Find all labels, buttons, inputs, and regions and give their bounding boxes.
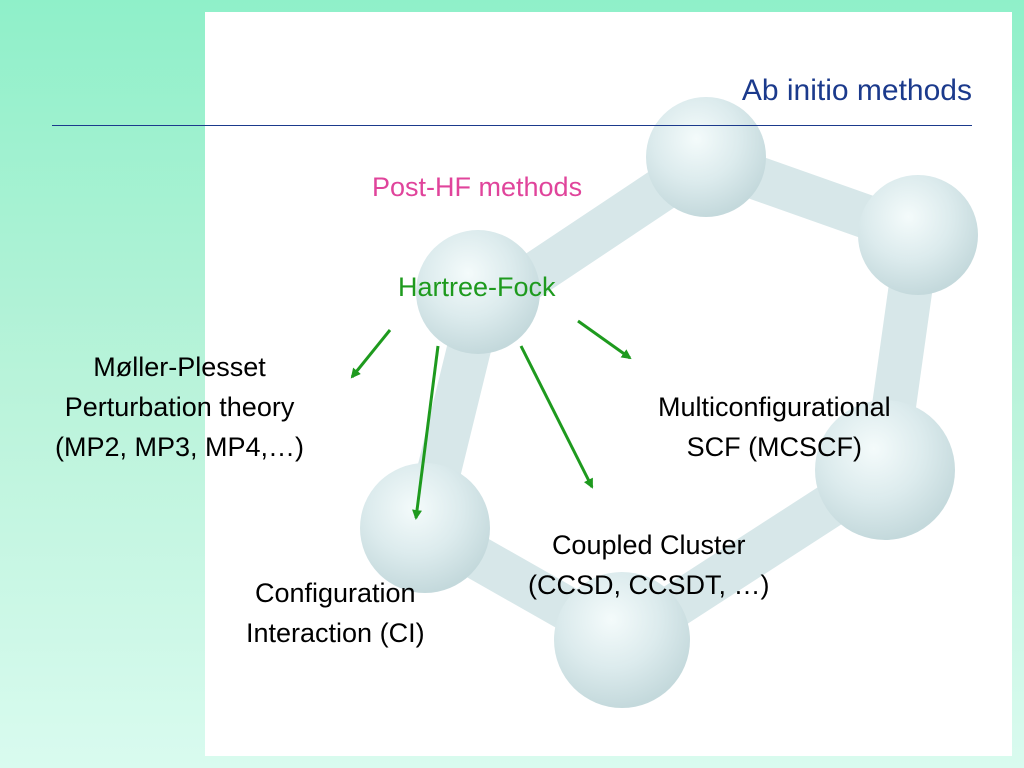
method-moller-plesset: Møller-Plesset Perturbation theory (MP2,… (55, 347, 304, 467)
method-line: Multiconfigurational (658, 387, 891, 427)
method-line: SCF (MCSCF) (658, 427, 891, 467)
method-line: (CCSD, CCSDT, …) (528, 565, 770, 605)
arrow-to-ci (416, 346, 438, 518)
method-line: (MP2, MP3, MP4,…) (55, 427, 304, 467)
method-mcscf: Multiconfigurational SCF (MCSCF) (658, 387, 891, 467)
method-coupled-cluster: Coupled Cluster (CCSD, CCSDT, …) (528, 525, 770, 605)
arrow-to-mcscf (578, 321, 630, 358)
method-line: Møller-Plesset (55, 347, 304, 387)
method-line: Perturbation theory (55, 387, 304, 427)
method-line: Configuration (246, 573, 425, 613)
method-line: Coupled Cluster (528, 525, 770, 565)
method-configuration-interaction: Configuration Interaction (CI) (246, 573, 425, 653)
method-line: Interaction (CI) (246, 613, 425, 653)
arrow-to-cc (521, 346, 592, 487)
arrow-to-mp (352, 330, 390, 377)
